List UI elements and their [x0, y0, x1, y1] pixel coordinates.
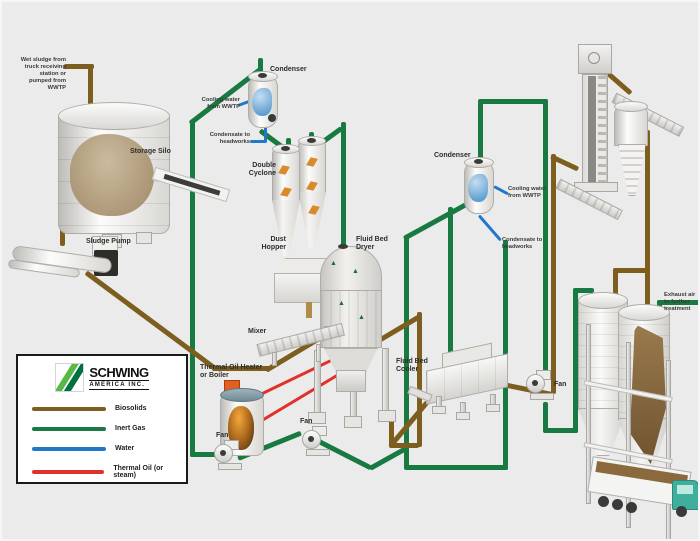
pipe-water [250, 140, 266, 143]
product-silos-truck [568, 284, 698, 539]
pipe-biosolids [212, 366, 270, 371]
legend-swatch-thermal-oil [32, 470, 105, 474]
pipe-gas [657, 300, 698, 305]
pipe-gas [368, 445, 408, 471]
label-fluid-bed-dryer: Fluid Bed Dryer [356, 236, 388, 252]
pipe-biosolids [64, 64, 94, 69]
legend-item-inert-gas: Inert Gas [32, 425, 186, 432]
mixer [254, 318, 346, 370]
legend-item-water: Water [32, 445, 186, 452]
pipe-water [477, 214, 502, 242]
condenser-2 [464, 157, 494, 214]
schwing-logo-icon [55, 363, 85, 392]
cyclone-conveyor-unit [554, 86, 694, 221]
pipe-gas [478, 99, 548, 104]
label-fan-2: Fan [300, 418, 313, 425]
annotation-cooling-water-2: Cooling water from WWTP [508, 186, 547, 199]
label-fan-3: Fan [554, 381, 567, 388]
pipe-gas [478, 102, 483, 166]
fan-3 [524, 368, 560, 402]
bucket-elevator [572, 44, 622, 194]
sludge-pump [7, 234, 128, 290]
pipe-gas [190, 452, 224, 457]
flow-arrow-icon: ▲ [352, 268, 359, 275]
fan-1 [212, 440, 248, 472]
pipe-gas [448, 207, 453, 359]
fluid-bed-cooler [407, 342, 514, 420]
pipe-gas [543, 428, 578, 433]
annotation-exhaust-air: Exhaust air to further treatment [664, 292, 696, 312]
pipe-gas [543, 402, 548, 432]
pipe-gas [402, 201, 469, 241]
label-thermal-oil-heater: Thermal Oil Heater or Boiler [200, 364, 263, 380]
annotation-cooling-water-1: Cooling water from WWTP [201, 97, 240, 110]
pipe-gas [341, 122, 346, 250]
schwing-logo: SCHWING AMERICA INC. [18, 363, 186, 392]
label-double-cyclone: Double Cyclone [248, 162, 276, 178]
pipe-biosolids [551, 154, 556, 394]
pipe-water [264, 126, 267, 143]
annotation-condensate-2: Condensate to headworks [502, 237, 543, 250]
legend-box: SCHWING AMERICA INC. Biosolids Inert Gas… [16, 354, 188, 484]
pipe-biosolids [613, 268, 618, 300]
pipe-gas [404, 236, 409, 468]
pipe-biosolids [60, 222, 65, 246]
double-cyclone [270, 136, 334, 264]
storage-silo [58, 102, 231, 248]
legend-swatch-biosolids [32, 406, 106, 411]
logo-subtitle: AMERICA INC. [89, 380, 149, 390]
label-dust-hopper: Dust Hopper [261, 236, 287, 252]
pipe-biosolids [417, 312, 422, 447]
condenser-1 [248, 71, 278, 128]
annotation-wet-sludge: Wet sludge from truck receiving station … [20, 57, 66, 91]
pipe-biosolids [613, 268, 650, 273]
label-mixer: Mixer [248, 328, 267, 335]
pipe-gas [573, 288, 578, 433]
flow-arrow-icon: ▲ [358, 314, 365, 321]
pipe-biosolids [88, 64, 93, 136]
pipe-gas [404, 465, 508, 470]
label-sludge-pump: Sludge Pump [86, 238, 131, 245]
legend-item-biosolids: Biosolids [32, 405, 186, 412]
pipe-gas [573, 288, 594, 293]
label-storage-silo: Storage Silo [130, 148, 171, 155]
pipe-biosolids [389, 417, 394, 447]
flow-arrow-icon: ▲ [330, 260, 337, 267]
pipe-gas [190, 120, 195, 457]
pipe-biosolids [645, 130, 650, 272]
label-condenser-1: Condenser [270, 66, 307, 73]
label-fluid-bed-cooler: Fluid Bed Cooler [396, 358, 428, 374]
pipe-biosolids [645, 268, 650, 312]
logo-name: SCHWING [89, 365, 149, 380]
fan-2 [300, 426, 336, 458]
legend-swatch-water [32, 446, 106, 451]
legend-item-thermal-oil: Thermal Oil (or steam) [32, 465, 186, 479]
label-fan-1: Fan [216, 432, 229, 439]
pipe-gas [543, 99, 548, 375]
annotation-condensate-1: Condensate to headworks [209, 132, 250, 145]
label-condenser-2: Condenser [434, 152, 471, 159]
legend-swatch-inert-gas [32, 426, 106, 431]
pipe-gas [258, 58, 263, 78]
pipe-water [493, 185, 509, 196]
pipe-biosolids [389, 443, 419, 448]
flow-arrow-icon: ▲ [338, 300, 345, 307]
